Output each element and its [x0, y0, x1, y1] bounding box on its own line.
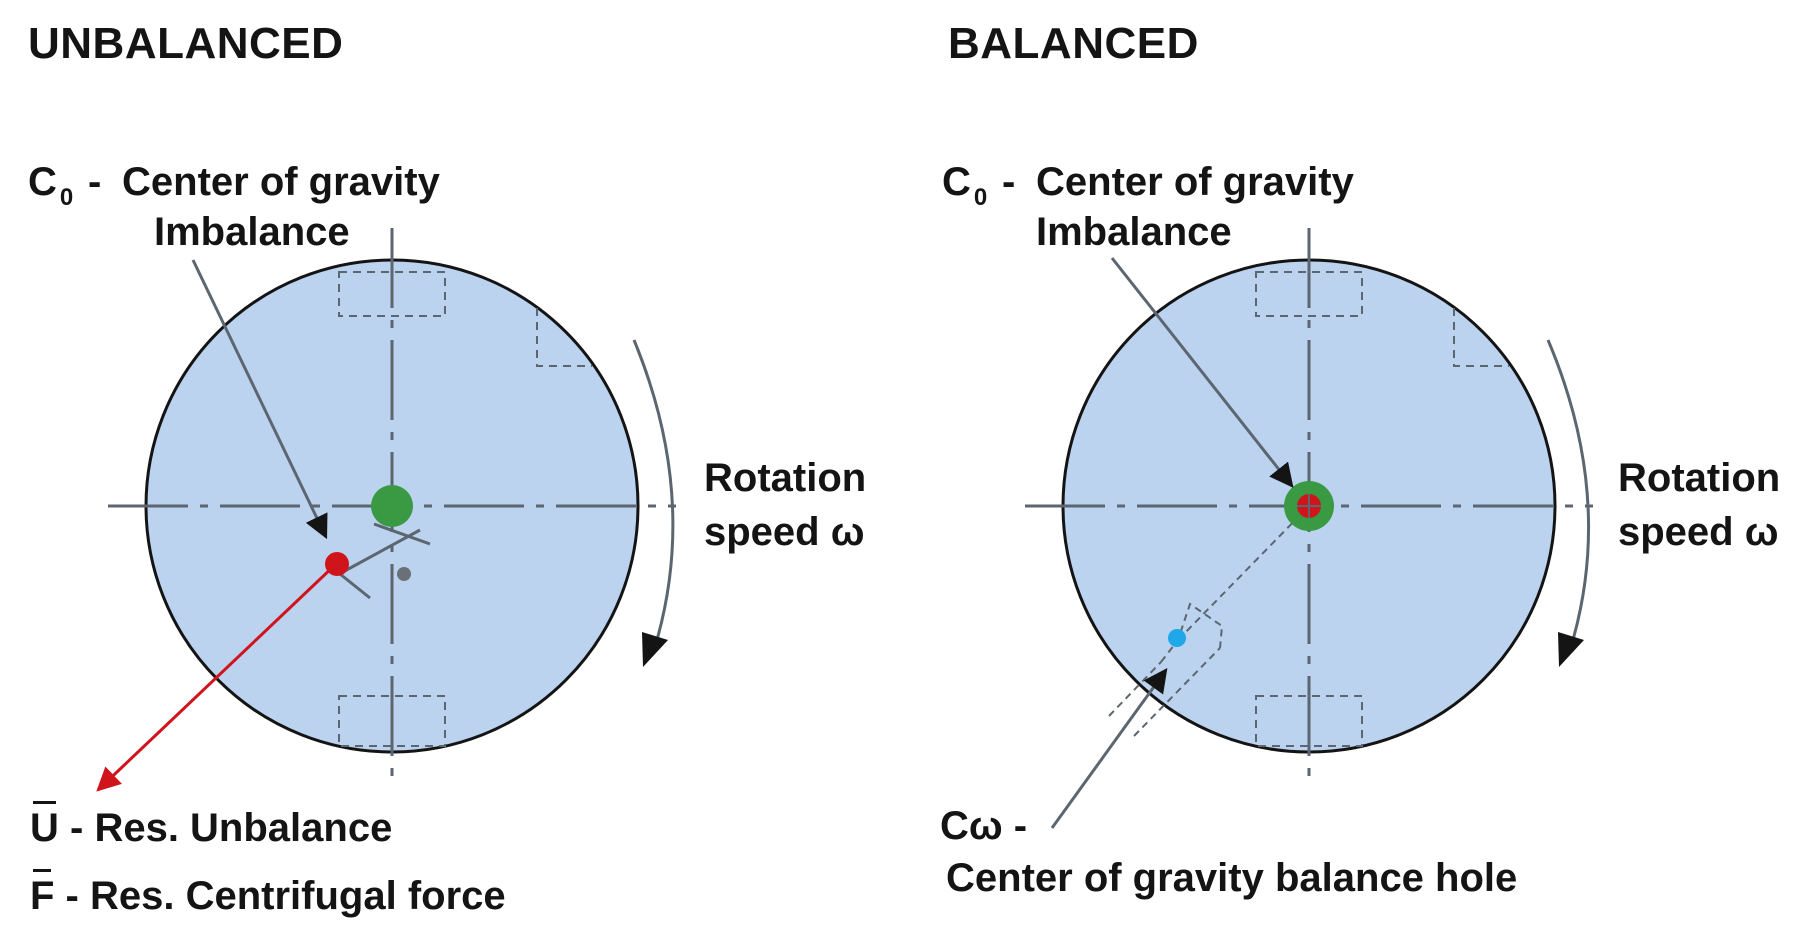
balanced-rotation-line2: speed ω — [1618, 510, 1779, 554]
balanced-pocket-bottom — [1255, 695, 1363, 747]
balanced-cw-text: Center of gravity balance hole — [946, 856, 1518, 900]
f-text: - Res. Centrifugal force — [54, 874, 506, 918]
balanced-pocket-upper-right — [1453, 308, 1509, 367]
unbalanced-rotation-arrowhead — [642, 632, 668, 667]
c0-letter: C — [28, 160, 57, 204]
balanced-cw-symbol: Cω - — [940, 804, 1028, 848]
f-symbol: F — [30, 869, 55, 918]
unbalanced-pocket-bottom — [338, 695, 446, 747]
unbalanced-center-of-gravity — [371, 485, 413, 527]
balanced-diagram — [1025, 228, 1593, 829]
unbalanced-c0-line2: Imbalance — [154, 210, 350, 254]
c0-subscript: 0 — [59, 184, 74, 211]
unbalanced-c0-dash: - — [88, 160, 102, 204]
unbalanced-title: UNBALANCED — [28, 19, 344, 68]
unbalanced-rotation-line2: speed ω — [704, 510, 865, 554]
balanced-c0-line1: Center of gravity — [1036, 160, 1354, 204]
balanced-rotation-line1: Rotation — [1618, 456, 1781, 500]
unbalanced-grey-point — [397, 567, 411, 581]
unbalanced-c0-leader — [191, 259, 328, 540]
balanced-c0-leader — [1110, 257, 1294, 488]
unbalanced-diagram — [96, 228, 676, 792]
balanced-hole-point — [1168, 629, 1186, 647]
unbalanced-imbalance-point — [325, 552, 349, 576]
u-text: - Res. Unbalance — [58, 806, 393, 850]
c0-letter: C — [942, 160, 971, 204]
u-symbol: U — [30, 801, 59, 850]
balanced-cw-leader — [1050, 668, 1168, 829]
balanced-rotation-arrow — [1546, 339, 1591, 651]
resultant-centrifugal-label: F - Res. Centrifugal force — [30, 869, 506, 918]
balanced-rotation-arrowhead — [1558, 632, 1584, 667]
c0-subscript: 0 — [973, 184, 988, 211]
unbalanced-c0-line1: Center of gravity — [122, 160, 440, 204]
unbalanced-rotation-line1: Rotation — [704, 456, 867, 500]
unbalanced-pocket-upper-right — [536, 308, 592, 367]
balanced-c0-line2: Imbalance — [1036, 210, 1232, 254]
unbalanced-pocket-top — [338, 271, 446, 317]
resultant-unbalance-label: U - Res. Unbalance — [30, 801, 393, 850]
balanced-title: BALANCED — [948, 19, 1199, 68]
unbalanced-rotation-arrow — [632, 339, 675, 651]
balanced-c0-dash: - — [1002, 160, 1016, 204]
unbalance-arrow — [96, 562, 338, 792]
balanced-pocket-top — [1255, 271, 1363, 317]
